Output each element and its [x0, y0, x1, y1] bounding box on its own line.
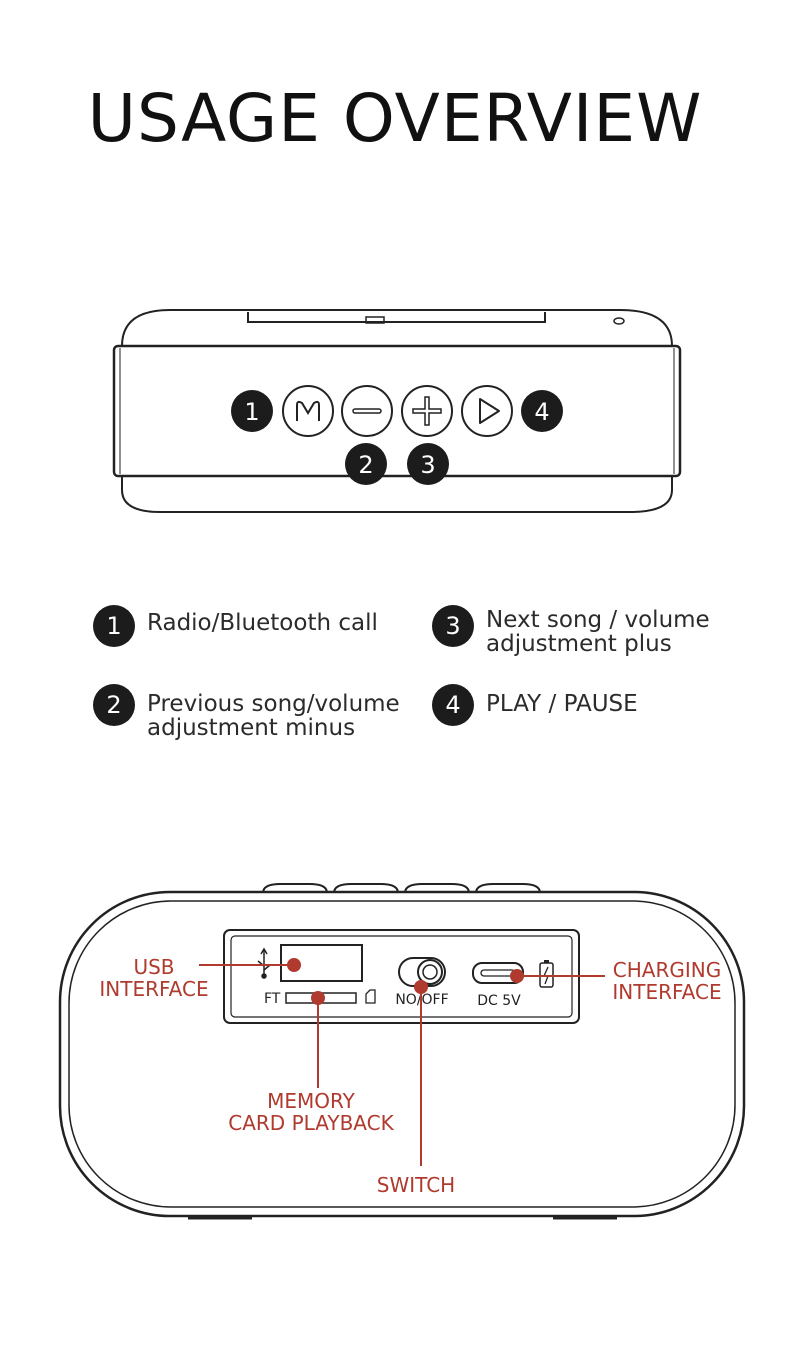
charging-callout-dot	[510, 969, 524, 983]
legend-number: 3	[432, 605, 474, 647]
svg-text:1: 1	[244, 398, 259, 426]
battery-icon	[539, 960, 554, 988]
badge-1: 1	[231, 390, 273, 432]
port-panel-inner	[230, 935, 573, 1018]
badge-2: 2	[345, 443, 387, 485]
m-icon	[296, 400, 320, 421]
legend-text: Radio/Bluetooth call	[147, 605, 378, 635]
dc-label: DC 5V	[477, 993, 521, 1009]
legend-line: adjustment minus	[147, 715, 356, 741]
mode-button[interactable]	[282, 385, 334, 437]
legend-text: PLAY / PAUSE	[486, 684, 638, 716]
svg-text:3: 3	[420, 451, 435, 479]
port-panel-outer	[223, 929, 580, 1024]
page-title: USAGE OVERVIEW	[87, 80, 703, 157]
switch-label-callout: SWITCH	[376, 1173, 456, 1197]
top-button-2	[333, 883, 399, 894]
speaker-mic-hole	[613, 317, 625, 325]
usb-port	[280, 944, 363, 982]
plus-button[interactable]	[401, 385, 453, 437]
speaker-top-slot	[247, 312, 546, 323]
charging-interface-label: CHARGING INTERFACE	[612, 958, 722, 1004]
legend-item-4: 4 PLAY / PAUSE	[432, 684, 638, 726]
top-button-3	[404, 883, 470, 894]
minus-icon	[352, 408, 382, 414]
memory-card-label: MEMORY CARD PLAYBACK	[228, 1089, 394, 1135]
back-body-outer	[58, 890, 746, 1218]
speaker-bottom-outline	[121, 476, 673, 513]
top-buttons	[262, 883, 541, 894]
power-switch	[398, 957, 446, 987]
speaker-top-notch	[365, 316, 385, 324]
legend-item-1: 1 Radio/Bluetooth call	[93, 605, 378, 647]
back-body-inner	[68, 900, 736, 1208]
power-switch-knob	[417, 959, 443, 985]
top-button-1	[262, 883, 328, 894]
usb-icon	[257, 947, 271, 979]
usb-interface-label: USB INTERFACE	[99, 955, 209, 1001]
ft-label: FT	[264, 991, 281, 1007]
legend-item-3: 3 Next song / volume adjustment plus	[432, 605, 710, 656]
legend-item-2: 2 Previous song/volume adjustment minus	[93, 684, 400, 740]
dc-port	[472, 962, 524, 984]
plus-icon	[412, 396, 442, 426]
svg-text:2: 2	[358, 451, 373, 479]
legend-number: 2	[93, 684, 135, 726]
top-button-4	[475, 883, 541, 894]
minus-button[interactable]	[341, 385, 393, 437]
svg-text:4: 4	[534, 398, 549, 426]
memory-callout-dot	[311, 991, 325, 1005]
legend-line: Radio/Bluetooth call	[147, 610, 378, 636]
legend-line: Previous song/volume	[147, 691, 400, 717]
speaker-front-face	[112, 344, 682, 478]
legend-line: PLAY / PAUSE	[486, 691, 638, 717]
legend-line: adjustment plus	[486, 631, 672, 657]
memory-card-slot	[285, 992, 357, 1004]
play-icon	[479, 398, 500, 424]
legend-line: Next song / volume	[486, 607, 710, 633]
legend-text: Previous song/volume adjustment minus	[147, 684, 400, 740]
play-button[interactable]	[461, 385, 513, 437]
speaker-top-back-outline	[121, 309, 673, 347]
legend-number: 4	[432, 684, 474, 726]
switch-callout-dot	[414, 980, 428, 994]
usb-callout-dot	[287, 958, 301, 972]
legend-number: 1	[93, 605, 135, 647]
switch-label: NO/OFF	[395, 992, 448, 1008]
legend-text: Next song / volume adjustment plus	[486, 605, 710, 656]
badge-4: 4	[521, 390, 563, 432]
badge-3: 3	[407, 443, 449, 485]
sd-card-icon	[365, 989, 376, 1004]
speaker-top-view: 1 2 3 4	[112, 309, 682, 513]
